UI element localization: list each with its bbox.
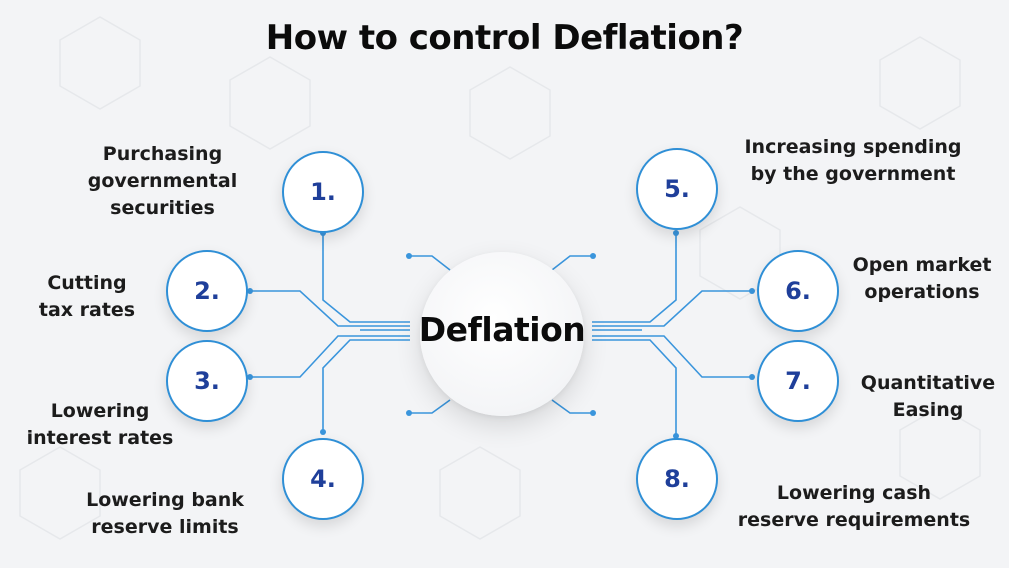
node-number: 8. (664, 465, 690, 493)
node-number: 2. (194, 277, 220, 305)
label-line: Easing (892, 399, 964, 421)
label-line: Quantitative (860, 372, 996, 394)
node-2: 2. (166, 250, 248, 332)
node-4: 4. (282, 438, 364, 520)
node-6: 6. (757, 250, 839, 332)
label-line: reserve limits (91, 516, 239, 538)
node-number: 6. (785, 277, 811, 305)
label-7: Quantitative Easing (848, 370, 1008, 424)
label-line: Lowering bank (86, 489, 244, 511)
node-number: 7. (785, 367, 811, 395)
label-line: reserve requirements (737, 509, 971, 531)
label-line: operations (864, 281, 980, 303)
label-line: by the government (750, 163, 956, 185)
label-line: governmental (87, 170, 238, 192)
node-5: 5. (636, 148, 718, 230)
label-line: Open market (852, 254, 992, 276)
label-8: Lowering cash reserve requirements (716, 480, 992, 534)
center-circle (420, 252, 584, 416)
node-3: 3. (166, 340, 248, 422)
label-3: Lowering interest rates (10, 398, 190, 452)
node-7: 7. (757, 340, 839, 422)
label-line: Increasing spending (744, 136, 962, 158)
label-5: Increasing spending by the government (722, 134, 984, 188)
label-line: securities (110, 197, 215, 219)
node-number: 3. (194, 367, 220, 395)
node-number: 5. (664, 175, 690, 203)
label-line: Cutting (47, 272, 127, 294)
page-title: How to control Deflation? (265, 18, 744, 58)
node-8: 8. (636, 438, 718, 520)
label-4: Lowering bank reserve limits (70, 487, 260, 541)
label-6: Open market operations (842, 252, 1002, 306)
node-number: 4. (310, 465, 336, 493)
label-line: Lowering (50, 400, 150, 422)
label-line: tax rates (38, 299, 136, 321)
label-1: Purchasing governmental securities (60, 141, 265, 222)
label-line: Purchasing (102, 143, 223, 165)
label-2: Cutting tax rates (22, 270, 152, 324)
node-number: 1. (310, 178, 336, 206)
node-1: 1. (282, 151, 364, 233)
center-label: Deflation (418, 310, 586, 349)
label-line: Lowering cash (776, 482, 932, 504)
label-line: interest rates (26, 427, 174, 449)
